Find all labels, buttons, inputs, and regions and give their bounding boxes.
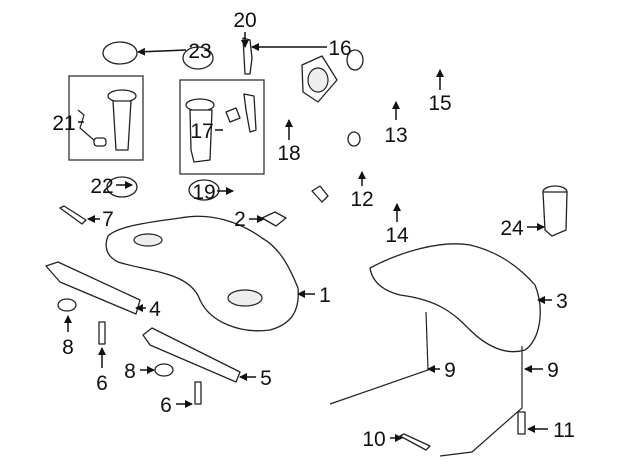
callout-19: 19 (192, 181, 215, 204)
part-13-filler-door (301, 55, 338, 103)
part-9-strap-2 (439, 346, 523, 457)
part-24-filler-neck (542, 185, 568, 237)
callout-22: 22 (90, 175, 113, 198)
part-6-bolt (98, 321, 106, 345)
callout-arrows (64, 32, 552, 442)
callout-12: 12 (350, 188, 373, 211)
callout-9: 9 (444, 359, 456, 382)
part-19-o-ring (188, 179, 220, 201)
part-17-group-box (179, 79, 265, 175)
part-2-pad (261, 211, 287, 227)
callout-9-second: 9 (547, 359, 559, 382)
part-8-nut (57, 298, 77, 312)
part-11-bolt (517, 411, 526, 435)
callout-8-second: 8 (124, 360, 136, 383)
callout-11: 11 (553, 419, 575, 442)
part-14-clip (311, 185, 329, 203)
part-23-gasket-ring (102, 41, 138, 65)
callout-21: 21 (52, 112, 75, 135)
part-20-lock-ring (182, 46, 214, 70)
callout-23: 23 (188, 40, 211, 63)
callout-5: 5 (260, 367, 272, 390)
callout-2: 2 (234, 208, 246, 231)
part-15-fuel-cap (346, 49, 364, 71)
part-21-group-box (68, 75, 144, 161)
callout-3: 3 (556, 290, 568, 313)
callout-4: 4 (149, 298, 161, 321)
callout-8: 8 (62, 336, 74, 359)
part-8-nut-2 (154, 363, 174, 377)
callout-1: 1 (319, 284, 331, 307)
part-9-strap (329, 311, 429, 405)
callout-16: 16 (328, 37, 351, 60)
callout-labels: 20 23 16 21 17 18 13 15 22 19 12 14 7 2 … (52, 9, 575, 451)
part-10-pad (399, 433, 431, 451)
part-17-fuel-pump (185, 98, 215, 163)
callout-6-second: 6 (160, 394, 172, 417)
part-5-bracket (142, 327, 241, 383)
callout-10: 10 (362, 428, 385, 451)
callout-13: 13 (384, 124, 407, 147)
part-18-filter (225, 93, 257, 133)
part-12-filler-pipe (240, 131, 361, 229)
part-7-pad (59, 205, 87, 225)
part-21-fuel-sender (77, 89, 137, 151)
callout-18: 18 (277, 142, 300, 165)
callout-6: 6 (96, 372, 108, 395)
callout-20: 20 (233, 9, 256, 32)
callout-14: 14 (385, 224, 409, 247)
part-3-heat-shield (369, 243, 541, 353)
callout-17: 17 (190, 120, 213, 143)
callout-15: 15 (428, 92, 451, 115)
part-6-bolt-2 (194, 381, 202, 405)
callout-7: 7 (102, 208, 114, 231)
callout-24: 24 (500, 217, 524, 240)
part-1-fuel-tank (105, 215, 299, 332)
